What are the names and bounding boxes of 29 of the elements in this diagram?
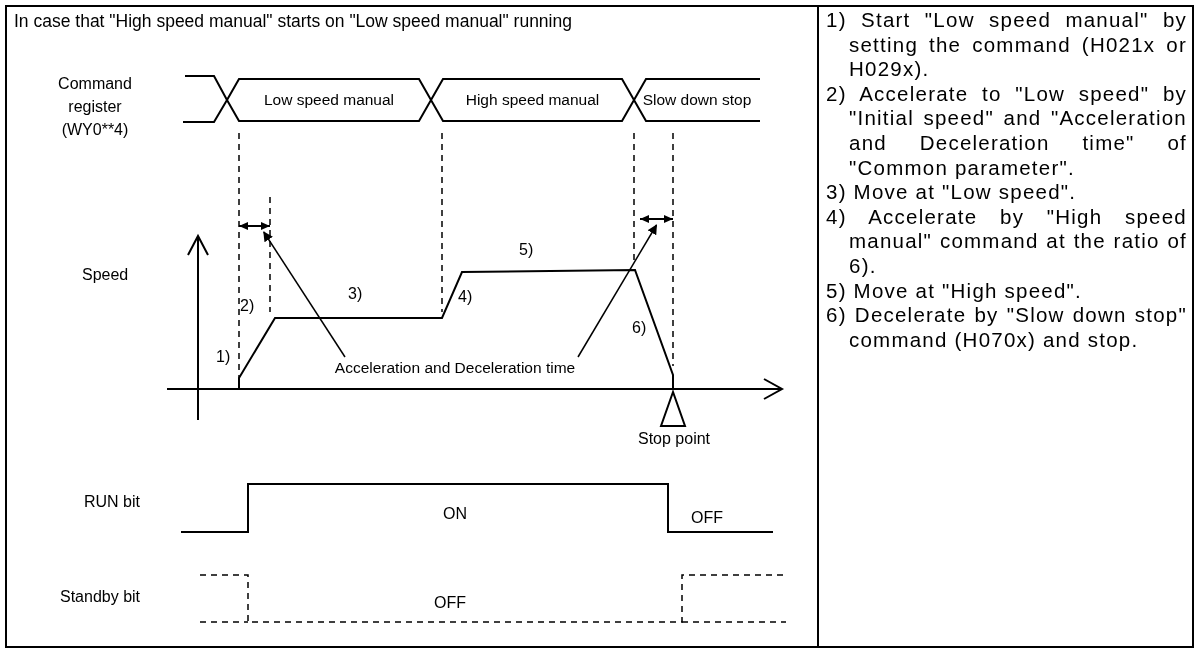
state-label: OFF: [433, 593, 467, 613]
step-description: 1) Start "Low speed manual" by setting the command (H021x or H029x).: [826, 8, 1187, 82]
diagram-title: In case that "High speed manual" starts on "Low speed manual" running: [14, 10, 572, 33]
step-description: 6) Decelerate by "Slow down stop" command (H070x) and stop.: [826, 303, 1187, 353]
step-number: 6): [632, 318, 648, 338]
state-label: ON: [442, 504, 468, 524]
step-number: 3): [348, 284, 364, 304]
step-number: 2): [240, 296, 256, 316]
leader-line: [263, 231, 346, 358]
command-segment: High speed manual: [431, 79, 634, 121]
leader-line: [577, 224, 658, 358]
step-number: 1): [216, 347, 232, 367]
command-segment: Slow down stop: [634, 79, 760, 121]
axis-label: Speed: [82, 265, 130, 285]
signal-name: Standby bit: [58, 587, 142, 607]
step-description: 3) Move at "Low speed".: [826, 180, 1078, 205]
signal-name: Command register (WY0**4): [57, 74, 133, 140]
step-description: 2) Accelerate to "Low speed" by "Initial speed" and "Acceleration and Deceleration time" of "Common parameter".: [826, 81, 1187, 181]
dimension-arrow: [640, 213, 673, 225]
step-description: 5) Move at "High speed".: [826, 278, 1084, 304]
dimension-arrow: [239, 220, 270, 232]
state-label: OFF: [690, 508, 724, 528]
stop-point-label: Stop point: [636, 429, 712, 449]
step-description: 4) Accelerate by "High speed manual" command at the ratio of 6).: [826, 204, 1187, 279]
step-number: 4): [458, 287, 474, 307]
step-number: 5): [519, 240, 535, 260]
command-segment: Low speed manual: [227, 79, 431, 121]
signal-name: RUN bit: [83, 492, 141, 512]
leader-text: Acceleration and Deceleration time: [285, 357, 625, 379]
